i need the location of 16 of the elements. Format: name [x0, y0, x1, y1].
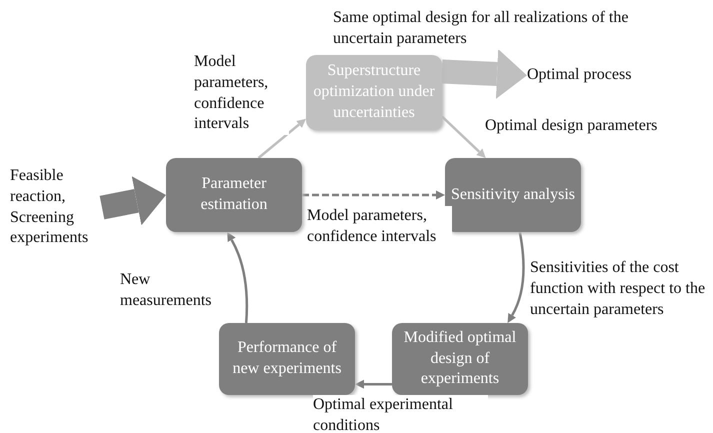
process-box: Modified optimal design of experiments: [392, 323, 528, 395]
process-box: Performance of new experiments: [219, 323, 355, 395]
arrow: [441, 116, 486, 158]
block-arrow: [441, 49, 527, 99]
arrow: [227, 232, 248, 324]
arrow: [302, 190, 445, 200]
process-box: Sensitivity analysis: [445, 158, 581, 232]
input-text: Feasible reaction, Screening experiments: [10, 166, 102, 250]
edge-label: Model parameters, confidence intervals: [194, 52, 289, 136]
arrow: [355, 380, 392, 389]
arrow: [258, 118, 306, 159]
output-text: Optimal process: [527, 65, 652, 86]
process-box: Parameter estimation: [166, 158, 302, 232]
process-box: Superstructure optimization under uncertainties: [306, 55, 442, 130]
block-arrow: [100, 176, 166, 226]
arrow: [508, 232, 525, 324]
